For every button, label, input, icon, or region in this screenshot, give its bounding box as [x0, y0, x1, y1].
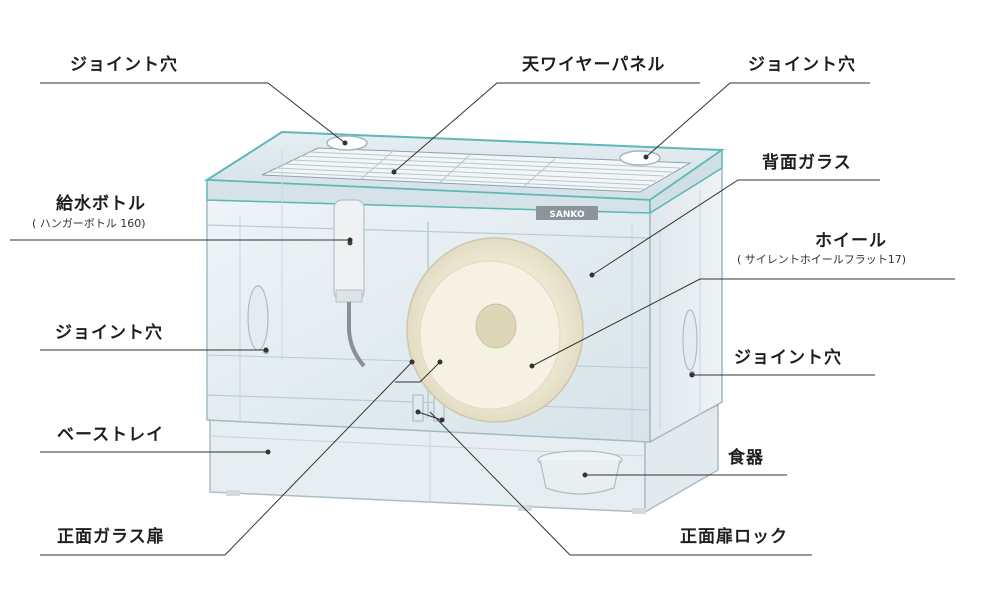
label-wheel-sub: ( サイレントホイールフラット17) [737, 253, 907, 266]
leader-joint-top-right [645, 82, 870, 158]
leader-wheel [531, 278, 955, 367]
brand-plate: SANKO [549, 210, 585, 220]
label-top-wire-panel: 天ワイヤーパネル [522, 55, 666, 75]
leader-lines [10, 82, 955, 556]
leader-joint-top-left [40, 82, 346, 144]
label-front-glass-door: 正面ガラス扉 [57, 527, 165, 547]
leader-front-door-lock [429, 411, 812, 556]
label-back-glass: 背面ガラス [762, 153, 852, 173]
label-water-bottle-sub: ( ハンガーボトル 160) [32, 217, 146, 230]
label-food-dish: 食器 [728, 448, 764, 468]
label-base-tray: ベーストレイ [57, 425, 165, 445]
leader-front-glass-door-b [395, 361, 441, 383]
label-joint-right: ジョイント穴 [734, 348, 842, 368]
leader-top-wire-panel [393, 82, 700, 173]
label-joint-top-right: ジョイント穴 [748, 55, 856, 75]
food-dish-shape [537, 450, 623, 495]
wire-panel-shape [261, 147, 692, 193]
label-front-door-lock: 正面扉ロック [680, 527, 788, 547]
label-joint-top-left: ジョイント穴 [70, 55, 178, 75]
label-wheel: ホイール [815, 231, 887, 251]
water-bottle-shape [333, 199, 366, 368]
label-water-bottle: 給水ボトル [56, 194, 146, 214]
label-joint-left: ジョイント穴 [55, 323, 163, 343]
wheel-shape [406, 237, 584, 423]
leader-front-door-lock-b [417, 411, 443, 421]
leader-dots [263, 140, 695, 478]
leader-front-glass-door [40, 361, 413, 556]
leader-back-glass [591, 179, 880, 276]
